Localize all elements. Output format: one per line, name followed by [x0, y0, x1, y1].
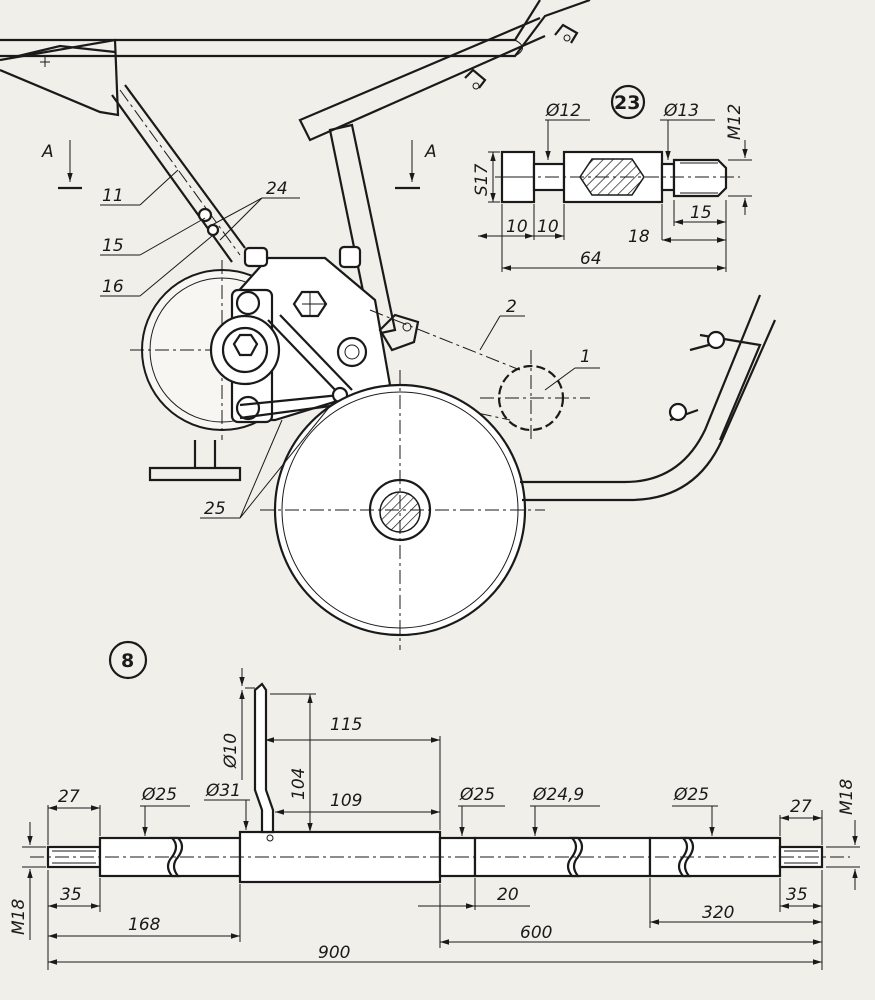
callout-1: 1 [544, 347, 600, 391]
dim-8-d25-right: Ø25 [673, 785, 709, 805]
dim-8-d249: Ø24,9 [532, 785, 584, 805]
frame-top-tube [0, 0, 591, 117]
dim-23-m12: M12 [725, 104, 745, 140]
dim-8-l35-left: 35 [60, 885, 82, 905]
dim-23-l10b: 10 [537, 217, 559, 237]
large-wheel [260, 370, 545, 650]
section-marker-left: A [41, 140, 82, 190]
section-letter-right: A [424, 142, 437, 162]
idler-assembly [209, 288, 368, 424]
dim-8-l20: 20 [497, 885, 519, 905]
callout-25: 25 [200, 399, 336, 519]
callout-25-label: 25 [204, 499, 226, 519]
dim-8-l115: 115 [330, 715, 362, 735]
dim-8-l35-right: 35 [786, 885, 808, 905]
callout-15: 15 [100, 217, 206, 256]
dim-8-l320: 320 [702, 903, 734, 923]
detail-23-number: 23 [614, 92, 640, 114]
dim-8-l900: 900 [318, 943, 350, 963]
section-marker-right: A [395, 140, 437, 190]
dim-8-l600: 600 [520, 923, 552, 943]
dim-8-d25-left: Ø25 [141, 785, 177, 805]
dim-8-l168: 168 [128, 915, 161, 935]
dim-23-d12: Ø12 [545, 101, 581, 121]
dim-8-d10: Ø10 [221, 733, 241, 769]
assembly-view: A A [0, 0, 777, 650]
callout-16-label: 16 [102, 277, 124, 297]
roller-small [369, 309, 590, 440]
dim-8-m18-left: M18 [9, 899, 29, 935]
dim-23-d13: Ø13 [663, 101, 699, 121]
dim-8-l27-left: 27 [58, 787, 80, 807]
lever-clamp [243, 245, 420, 352]
callout-24-label: 24 [266, 179, 288, 199]
callout-11: 11 [100, 169, 179, 206]
callout-16: 16 [100, 235, 213, 297]
dim-8-l104: 104 [289, 768, 309, 800]
dim-8-m18-right: M18 [837, 779, 857, 815]
section-letter-left: A [41, 142, 54, 162]
dim-23-s17: S17 [472, 163, 492, 196]
frame-lower-tube [148, 294, 777, 502]
dim-8-d25-mid: Ø25 [459, 785, 495, 805]
dim-23-l15: 15 [690, 203, 712, 223]
detail-8: 8 Ø10 115 104 Ø31 [9, 640, 860, 970]
dim-8-d31: Ø31 [205, 781, 241, 801]
dim-23-l18: 18 [628, 227, 650, 247]
callout-11-label: 11 [102, 186, 124, 206]
dim-8-l109: 109 [330, 791, 362, 811]
dim-23-l64: 64 [580, 249, 602, 269]
frame-left-strut [111, 84, 246, 263]
callout-24: 24 [211, 179, 300, 241]
callout-1-label: 1 [580, 347, 591, 367]
dim-23-l10a: 10 [506, 217, 528, 237]
callout-2-label: 2 [506, 297, 517, 317]
detail-23: 23 Ø12 Ø13 M12 S17 [472, 84, 752, 272]
callout-2: 2 [479, 297, 525, 351]
callout-15-label: 15 [102, 236, 124, 256]
dim-8-l27-right: 27 [790, 797, 812, 817]
detail-8-number: 8 [121, 650, 134, 672]
